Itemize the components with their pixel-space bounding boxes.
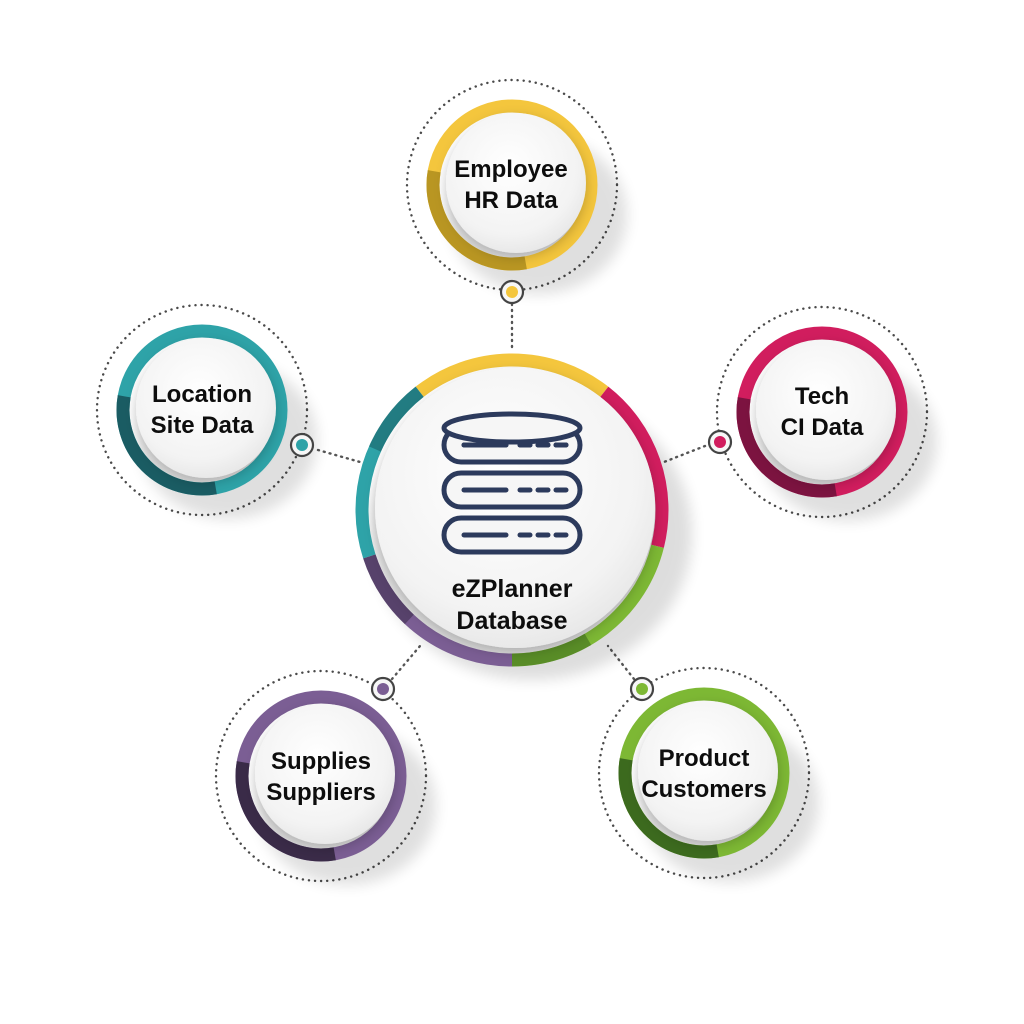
connector-dot-tech — [714, 436, 726, 448]
face-product — [638, 701, 778, 841]
center-ring-shade-supplies — [363, 554, 414, 625]
connector-dot-supplies — [377, 683, 389, 695]
ring-shade-product — [618, 758, 719, 859]
center-ring-shade-location — [369, 386, 424, 452]
database-top — [441, 411, 583, 445]
connector-dot-employee — [506, 286, 518, 298]
database-disk-2 — [441, 470, 583, 510]
connector-dot-product — [636, 683, 648, 695]
center-ring-employee — [415, 353, 609, 397]
database-icon — [441, 411, 583, 555]
ring-shade-employee — [426, 170, 527, 271]
connector-dot-location — [296, 439, 308, 451]
connector-location — [316, 448, 362, 464]
face-location — [136, 338, 276, 478]
face-tech — [756, 340, 896, 480]
ring-shade-supplies — [235, 761, 336, 862]
connector-tech — [662, 444, 707, 464]
database-disk-3 — [441, 515, 583, 555]
face-supplies — [255, 704, 395, 844]
face-employee — [446, 113, 586, 253]
ring-shade-tech — [736, 397, 837, 498]
connector-supplies — [390, 644, 422, 681]
center-ring-tech — [600, 386, 669, 548]
ring-shade-location — [116, 395, 217, 496]
center-ring-shade-product — [511, 633, 592, 667]
